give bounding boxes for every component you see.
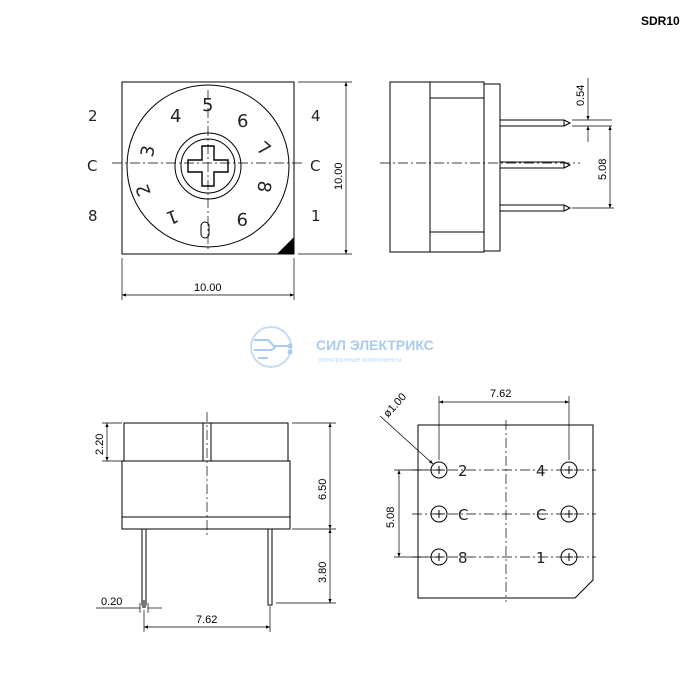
hole-dia-leader [379, 415, 434, 465]
top-view-body [121, 81, 295, 255]
row-spacing-text: 5.08 [385, 507, 397, 528]
top-label-c-right: C [310, 157, 320, 175]
side-knob [389, 81, 431, 253]
hole-4 [560, 461, 578, 479]
footprint-view: 2 C 8 4 C 1 ø1.00 7.62 5.08 [379, 388, 596, 602]
cross-slot [187, 145, 229, 187]
side-pin-bottom-tip [563, 204, 572, 212]
pin-pitch-text: 5.08 [597, 159, 609, 180]
footprint-outline [417, 424, 594, 599]
front-pin-left [141, 528, 147, 606]
side-pin-bottom [499, 204, 565, 212]
dial-digit-5: 5 [202, 95, 213, 116]
side-pin-mid-tip [563, 161, 572, 169]
side-pin-top-tip [563, 119, 572, 127]
side-view: 0.54 5.08 [380, 78, 614, 253]
cap-height-text: 2.20 [94, 434, 106, 455]
model-label: SDR10 [641, 14, 680, 28]
width-dim-text: 10.00 [194, 282, 222, 294]
side-pin-mid [499, 161, 565, 169]
dial-digit-2: 2 [132, 181, 156, 199]
height-dim-text: 10.00 [333, 162, 345, 190]
side-base [483, 83, 501, 252]
hole-1 [560, 548, 578, 566]
top-label-4: 4 [311, 107, 321, 125]
watermark-name: СИЛ ЭЛЕКТРИКС [316, 337, 434, 353]
pin-spacing-text: 7.62 [196, 614, 217, 626]
fp-label-8: 8 [458, 549, 468, 567]
top-label-c-left: C [87, 157, 97, 175]
dial-digit-8: 8 [252, 179, 275, 194]
dial-digit-4: 4 [170, 106, 181, 127]
pin-length-text: 3.80 [317, 562, 329, 583]
pin-width-text: 0.20 [101, 596, 122, 608]
dial-digit-3: 3 [137, 144, 160, 159]
fp-label-4: 4 [536, 462, 546, 480]
dial-digit-6: 6 [237, 111, 248, 132]
fp-label-1: 1 [536, 549, 546, 567]
watermark-circuit-icon [254, 339, 288, 359]
dial-digit-1: 1 [163, 205, 181, 229]
front-pin-right [267, 528, 273, 606]
top-label-2: 2 [88, 107, 98, 125]
side-body [429, 81, 485, 253]
hole-diameter-text: ø1.00 [381, 391, 409, 420]
fp-label-c-right: C [536, 506, 546, 524]
front-view: 2.20 6.50 3.80 0.20 7.62 [94, 412, 336, 632]
front-knob [123, 422, 289, 462]
front-body [121, 460, 291, 518]
hole-c-left [430, 505, 448, 523]
col-spacing-text: 7.62 [490, 388, 511, 400]
front-pin-tip-left [142, 600, 146, 608]
hole-c-right [560, 505, 578, 523]
watermark: СИЛ ЭЛЕКТРИКС электронные компоненты [250, 326, 434, 368]
front-base [121, 516, 291, 530]
side-pin-top [499, 119, 565, 127]
dial-digit-9: 9 [237, 208, 248, 229]
top-view: 5 4 6 3 7 2 8 1 9 2 C 8 4 C 1 10.00 10.0… [87, 81, 352, 300]
fp-label-c-left: C [458, 506, 468, 524]
watermark-tagline: электронные компоненты [318, 357, 402, 364]
dial-digit-7: 7 [252, 137, 274, 160]
body-height-text: 6.50 [317, 479, 329, 500]
top-view-corner-mark [277, 237, 294, 254]
pin-thickness-text: 0.54 [575, 85, 587, 106]
hole-2 [430, 461, 448, 479]
top-label-8: 8 [88, 207, 98, 225]
dial-pointer [200, 221, 210, 239]
fp-label-2: 2 [458, 462, 468, 480]
hole-8 [430, 548, 448, 566]
top-label-1: 1 [311, 207, 321, 225]
